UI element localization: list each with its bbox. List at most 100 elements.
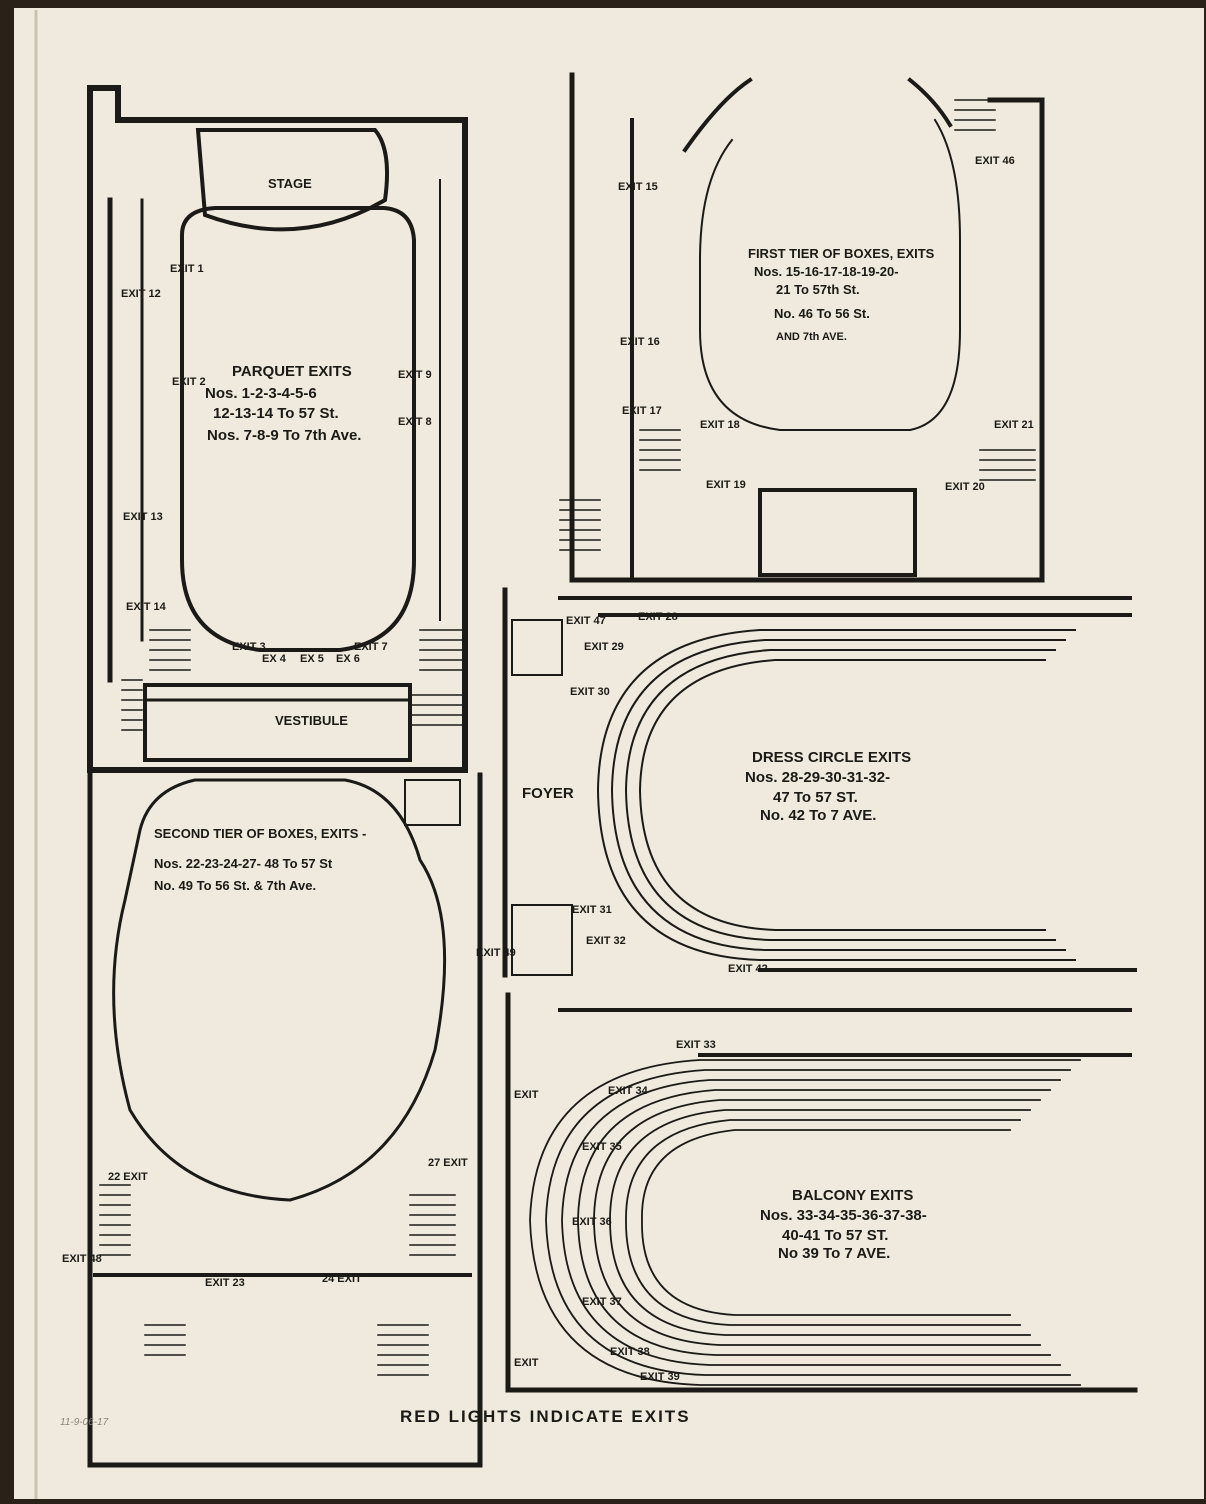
balcony-caption-line-3: 40-41 To 57 ST.	[782, 1227, 888, 1244]
parquet-caption-line-1: PARQUET EXITS	[232, 363, 352, 380]
balcony-exit-labels: EXIT 33 EXIT EXIT 34 EXIT 35 EXIT 36 EXI…	[514, 1039, 716, 1383]
balcony-wall	[505, 992, 1138, 1393]
exit-label-28: EXIT 28	[638, 611, 678, 623]
balcony-caption: BALCONY EXITS Nos. 33-34-35-36-37-38- 40…	[760, 1187, 927, 1262]
second-tier-room	[404, 779, 461, 826]
exit-label-5: EX 5	[300, 653, 324, 665]
exit-label-12: EXIT 12	[121, 288, 161, 300]
exit-label-24: 24 EXIT	[322, 1273, 362, 1285]
balcony-caption-line-4: No 39 To 7 AVE.	[778, 1245, 890, 1262]
exit-label-33: EXIT 33	[676, 1039, 716, 1051]
second-tier-plan	[87, 772, 483, 1468]
exit-label-18: EXIT 18	[700, 419, 740, 431]
exit-label-20: EXIT 20	[945, 481, 985, 493]
exit-label-14: EXIT 14	[126, 601, 167, 613]
exit-label-1: EXIT 1	[170, 263, 204, 275]
exit-label-35: EXIT 35	[582, 1141, 622, 1153]
exit-label-39: EXIT 39	[640, 1371, 680, 1383]
parquet-outer-wall	[87, 85, 468, 773]
second-tier-stairs	[99, 1184, 456, 1376]
exit-label-9: EXIT 9	[398, 369, 432, 381]
dress-circle-stair-bottom	[511, 904, 573, 976]
dress-circle-plan	[502, 587, 1137, 978]
exit-label-2: EXIT 2	[172, 376, 206, 388]
footer-note: RED LIGHTS INDICATE EXITS	[400, 1407, 691, 1426]
exit-label-49: EXIT 49	[476, 947, 516, 959]
exit-label-34: EXIT 34	[608, 1085, 649, 1097]
exit-label-31: EXIT 31	[572, 904, 612, 916]
parquet-stairs	[121, 629, 466, 731]
first-tier-stage-box	[758, 488, 917, 577]
dress-circle-caption-line-3: 47 To 57 ST.	[773, 789, 858, 806]
paper	[14, 8, 1204, 1499]
second-tier-caption-line-3: No. 49 To 56 St. & 7th Ave.	[154, 878, 316, 893]
balcony-caption-line-2: Nos. 33-34-35-36-37-38-	[760, 1207, 927, 1224]
exit-label-22: 22 EXIT	[108, 1171, 148, 1183]
exit-label-17: EXIT 17	[622, 405, 662, 417]
parquet-plan	[87, 85, 468, 773]
second-tier-exit-labels: EXIT 49 22 EXIT 27 EXIT EXIT 48 EXIT 23 …	[62, 947, 516, 1289]
exit-label-21: EXIT 21	[994, 419, 1034, 431]
first-tier-plan	[559, 72, 1045, 583]
first-tier-caption-line-1: FIRST TIER OF BOXES, EXITS	[748, 246, 935, 261]
exit-label-46: EXIT 46	[975, 155, 1015, 167]
exit-label-30: EXIT 30	[570, 686, 610, 698]
second-tier-caption-line-1: SECOND TIER OF BOXES, EXITS -	[154, 826, 366, 841]
first-tier-caption-line-5: AND 7th AVE.	[776, 331, 847, 343]
parquet-auditorium	[180, 206, 416, 652]
exit-label-balcony-west-top: EXIT	[514, 1089, 539, 1101]
first-tier-caption-line-3: 21 To 57th St.	[776, 282, 860, 297]
balcony-plan	[505, 992, 1138, 1393]
exit-label-19: EXIT 19	[706, 479, 746, 491]
exit-label-38: EXIT 38	[610, 1346, 650, 1358]
exit-label-48: EXIT 48	[62, 1253, 102, 1265]
first-tier-caption-line-4: No. 46 To 56 St.	[774, 306, 870, 321]
exit-label-15: EXIT 15	[618, 181, 658, 193]
exit-label-32: EXIT 32	[586, 935, 626, 947]
dress-circle-caption-line-1: DRESS CIRCLE EXITS	[752, 749, 911, 766]
exit-label-8: EXIT 8	[398, 416, 432, 428]
first-tier-outer-wall	[569, 72, 1045, 583]
exit-label-36: EXIT 36	[572, 1216, 612, 1228]
second-tier-caption: SECOND TIER OF BOXES, EXITS - Nos. 22-23…	[154, 826, 366, 893]
exit-label-27: 27 EXIT	[428, 1157, 468, 1169]
first-tier-arc-right	[907, 77, 953, 128]
second-tier-outer-wall	[87, 772, 483, 1468]
exit-label-23: EXIT 23	[205, 1277, 245, 1289]
first-tier-caption: FIRST TIER OF BOXES, EXITS Nos. 15-16-17…	[748, 246, 935, 343]
vestibule-room	[143, 683, 412, 762]
exit-label-4: EX 4	[262, 653, 287, 665]
second-tier-horseshoe	[112, 778, 447, 1202]
exit-label-13: EXIT 13	[123, 511, 163, 523]
first-tier-exit-labels: EXIT 15 EXIT 16 EXIT 17 EXIT 18 EXIT 19 …	[618, 155, 1034, 493]
exit-label-47: EXIT 47	[566, 615, 606, 627]
dress-circle-stair-top	[511, 619, 563, 676]
exit-label-balcony-west-bottom: EXIT	[514, 1357, 539, 1369]
dress-circle-exit-labels: EXIT 47 EXIT 28 EXIT 29 EXIT 30 EXIT 31 …	[566, 611, 768, 975]
first-tier-horseshoe	[699, 118, 961, 431]
exit-label-16: EXIT 16	[620, 336, 660, 348]
second-tier-caption-line-2: Nos. 22-23-24-27- 48 To 57 St	[154, 856, 333, 871]
dress-circle-caption: DRESS CIRCLE EXITS Nos. 28-29-30-31-32- …	[745, 749, 911, 824]
parquet-caption-line-2: Nos. 1-2-3-4-5-6	[205, 385, 317, 402]
exit-label-6: EX 6	[336, 653, 360, 665]
first-tier-arc-left	[682, 77, 753, 153]
vestibule-label: VESTIBULE	[275, 713, 348, 728]
dress-circle-rows	[596, 629, 1076, 961]
exit-label-29: EXIT 29	[584, 641, 624, 653]
parquet-caption: PARQUET EXITS Nos. 1-2-3-4-5-6 12-13-14 …	[205, 363, 361, 444]
handwritten-note: 11-9-06-17	[60, 1417, 109, 1428]
dress-circle-caption-line-4: No. 42 To 7 AVE.	[760, 807, 876, 824]
exit-label-3: EXIT 3	[232, 641, 266, 653]
first-tier-stairs	[559, 99, 1036, 551]
dress-circle-caption-line-2: Nos. 28-29-30-31-32-	[745, 769, 890, 786]
parquet-caption-line-3: 12-13-14 To 57 St.	[213, 405, 339, 422]
balcony-caption-line-1: BALCONY EXITS	[792, 1187, 913, 1204]
exit-label-42: EXIT 42	[728, 963, 768, 975]
first-tier-caption-line-2: Nos. 15-16-17-18-19-20-	[754, 264, 899, 279]
parquet-caption-line-4: Nos. 7-8-9 To 7th Ave.	[207, 427, 361, 444]
stage-label: STAGE	[268, 176, 312, 191]
balcony-rows	[529, 1059, 1081, 1386]
